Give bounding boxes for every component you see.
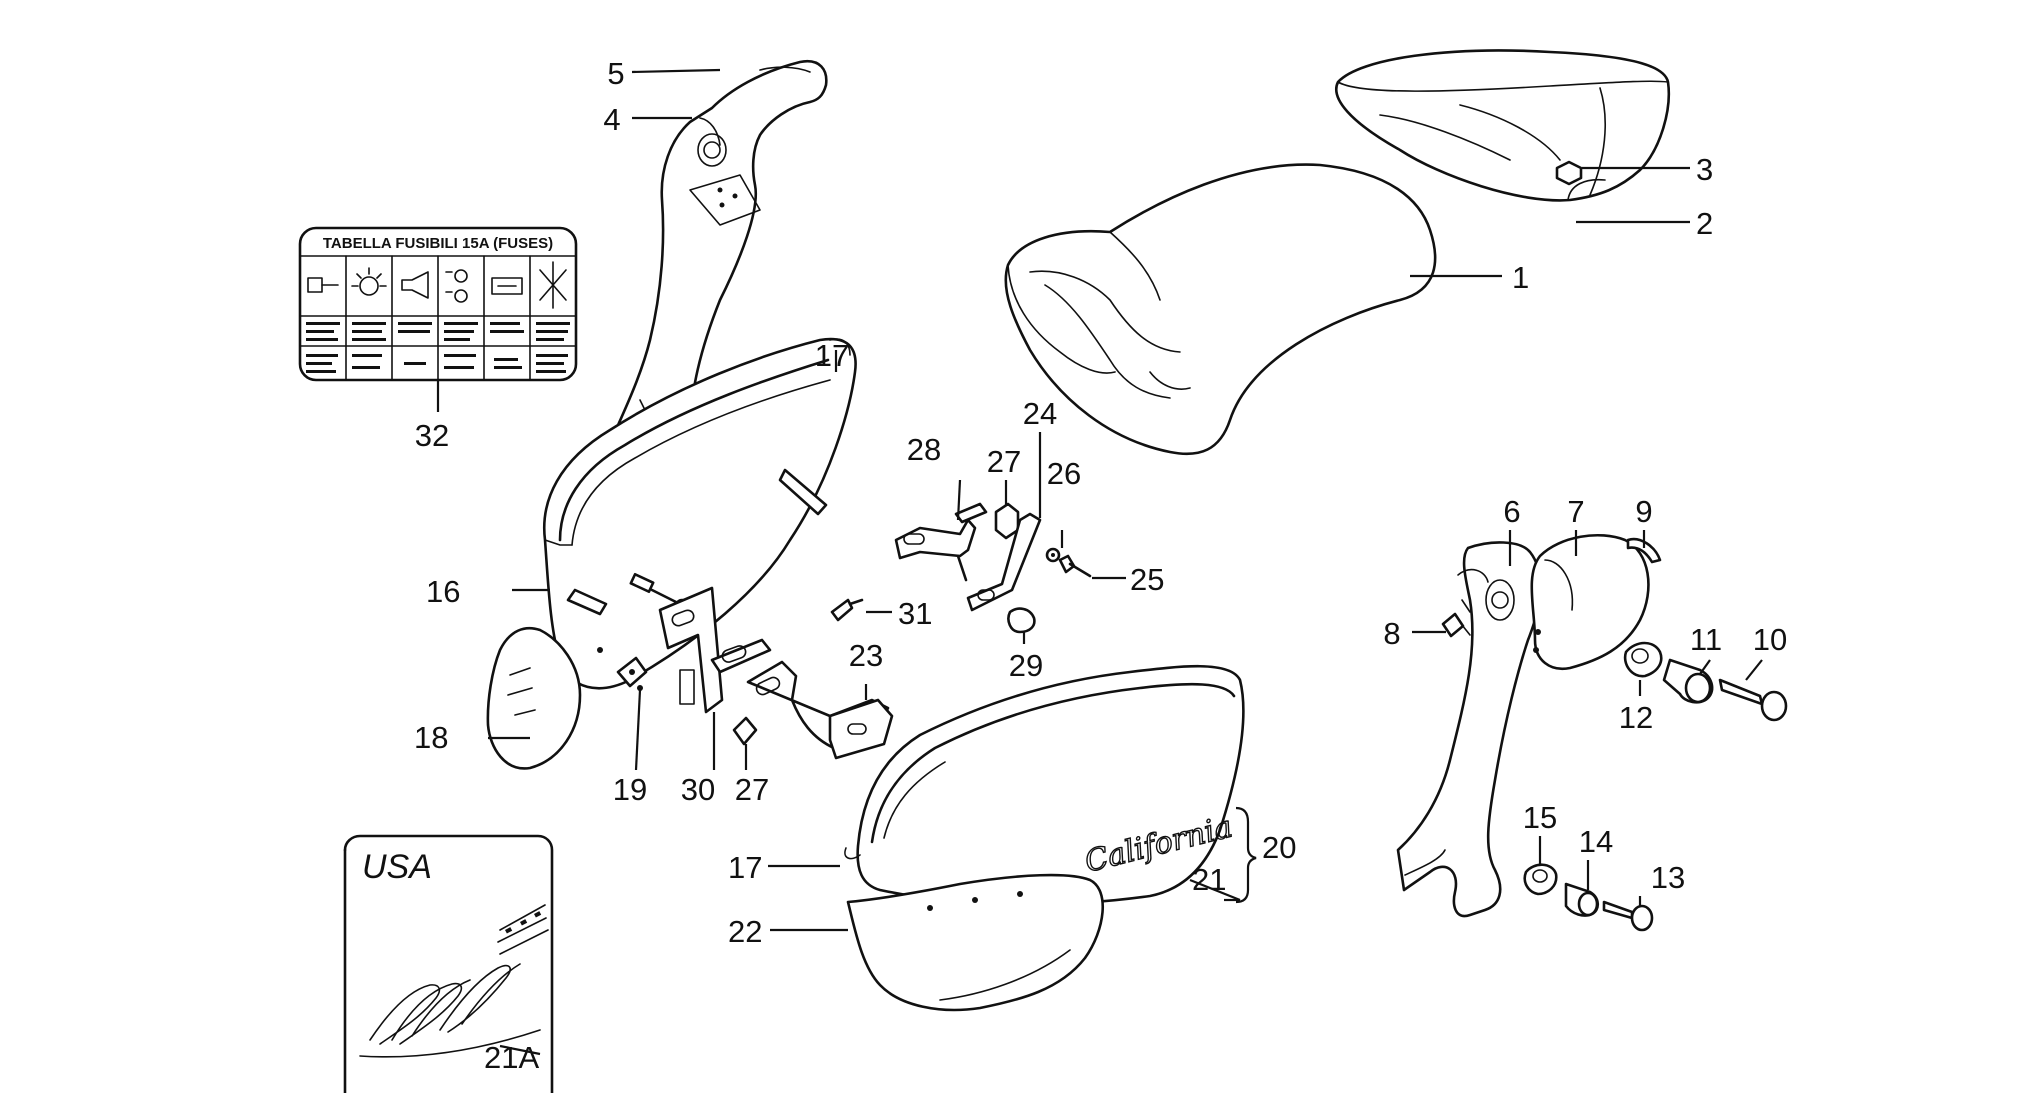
- leader-lines: [436, 68, 1763, 1056]
- callout-28: 28: [907, 432, 941, 467]
- knee-pad-7: [1530, 533, 1650, 671]
- callout-4: 4: [603, 102, 620, 137]
- callout-9: 9: [1635, 494, 1652, 529]
- nut-3: [1555, 160, 1583, 186]
- rider-seat: [1004, 163, 1437, 456]
- right-frame-cover: [1396, 541, 1542, 918]
- callout-8: 8: [1383, 616, 1400, 651]
- pillion-seat: [1335, 49, 1671, 202]
- callout-18: 18: [414, 720, 448, 755]
- bracket-23: [710, 638, 894, 760]
- callout-20: 20: [1262, 830, 1296, 865]
- callout-6: 6: [1503, 494, 1520, 529]
- callout-13: 13: [1651, 860, 1685, 895]
- callout-14: 14: [1579, 824, 1613, 859]
- callout-27-lower: 27: [735, 772, 769, 807]
- callout-5: 5: [607, 56, 624, 91]
- bolt-10: [1718, 678, 1788, 722]
- clip-27-upper: [994, 502, 1020, 540]
- callout-16: 16: [426, 574, 460, 609]
- sleeve-11: [1662, 658, 1714, 704]
- bolt-13: [1602, 900, 1654, 932]
- right-side-cover: California: [844, 664, 1245, 906]
- callout-17-top: 17: [815, 338, 849, 373]
- callout-19: 19: [613, 772, 647, 807]
- spacer-15: [1523, 863, 1558, 896]
- callout-11: 11: [1690, 622, 1722, 657]
- callout-7: 7: [1567, 494, 1584, 529]
- bracket-28: [894, 502, 988, 582]
- fuse-relay-icon: [539, 261, 567, 309]
- grommet-29: [1007, 607, 1036, 634]
- clip-27-lower: [732, 716, 758, 746]
- callout-31: 31: [898, 596, 932, 631]
- callout-17-bottom: 17: [728, 850, 762, 885]
- spacer-12: [1623, 641, 1663, 678]
- v11-emblem-21a: [359, 904, 549, 1058]
- callout-3: 3: [1696, 152, 1713, 187]
- fuse-horn-icon: [401, 271, 429, 299]
- washer-26: [1045, 547, 1061, 563]
- callout-24: 24: [1023, 396, 1057, 431]
- left-side-cover: [486, 337, 857, 770]
- bracket-30: [658, 586, 724, 714]
- nut-8: [1441, 612, 1465, 638]
- callout-23: 23: [849, 638, 883, 673]
- callout-1: 1: [1512, 260, 1529, 295]
- callout-30: 30: [681, 772, 715, 807]
- callout-labels: 1 2 3 4 5 6 7 8 9 10 11 12 13 14 15 16 1…: [414, 56, 1787, 1075]
- strip-9: [1626, 537, 1662, 564]
- callout-10: 10: [1753, 622, 1787, 657]
- callout-22: 22: [728, 914, 762, 949]
- sleeve-14: [1564, 882, 1600, 917]
- fuse-battery-icon: [491, 277, 523, 295]
- callout-21: 21: [1192, 862, 1226, 897]
- fuse-label-fine-print: [306, 322, 570, 373]
- fuse-label-header: TABELLA FUSIBILI 15A (FUSES): [323, 235, 553, 252]
- callout-12: 12: [1619, 700, 1653, 735]
- clip-19: [616, 656, 648, 688]
- fuse-light-icon: [351, 267, 387, 296]
- callout-15: 15: [1523, 800, 1557, 835]
- bolt-25: [1058, 554, 1092, 578]
- fuse-label-decal: TABELLA FUSIBILI 15A (FUSES): [298, 226, 578, 382]
- emblem-21a-box: USA: [343, 834, 554, 1093]
- callout-26: 26: [1047, 456, 1081, 491]
- bracket-24: [966, 512, 1042, 612]
- callout-29: 29: [1009, 648, 1043, 683]
- lower-trim-22: [846, 873, 1104, 1012]
- fuse-ignition-icon: [307, 277, 339, 293]
- fuse-beam-icon: [445, 269, 468, 303]
- callout-2: 2: [1696, 206, 1713, 241]
- callout-21a: 21A: [484, 1040, 539, 1075]
- usa-box-title: USA: [362, 848, 432, 886]
- callout-25: 25: [1130, 562, 1164, 597]
- callout-32: 32: [415, 418, 449, 453]
- screw-31: [830, 598, 864, 622]
- callout-27-upper: 27: [987, 444, 1021, 479]
